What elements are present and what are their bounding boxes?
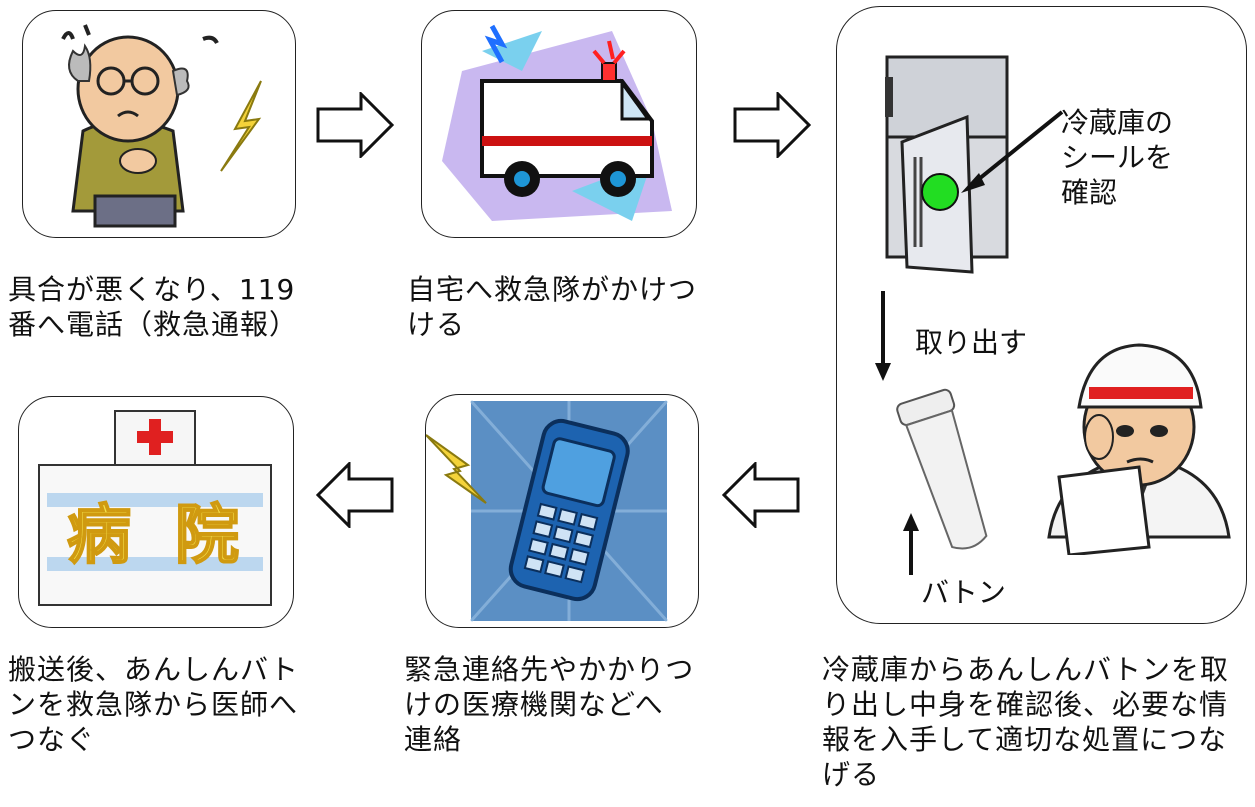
- arrow-down-icon: [875, 291, 891, 381]
- refrigerator-illustration: [885, 55, 1009, 274]
- baton-capsule-illustration: [896, 388, 988, 550]
- step4-caption: 緊急連絡先やかかりつ けの医療機関などへ 連絡: [404, 653, 695, 756]
- sick-elderly-man-illustration: [61, 24, 262, 228]
- step2-image-box: [421, 10, 697, 238]
- arrow-up-icon: [903, 513, 919, 575]
- arrow-right-icon: [733, 92, 811, 158]
- hospital-sign-left: 病: [67, 499, 131, 573]
- step1-caption: 具合が悪くなり、119 番へ電話（救急通報）: [8, 273, 299, 341]
- emergency-medic-illustration: [1047, 343, 1231, 555]
- step1-image-box: [22, 10, 296, 238]
- mobile-phone-illustration: [426, 400, 669, 622]
- take-out-label: 取り出す: [915, 326, 1028, 359]
- arrow-left-icon: [316, 462, 394, 528]
- pointer-arrow-icon: [961, 110, 1064, 193]
- green-seal-icon: [921, 173, 959, 211]
- seal-check-label: 冷蔵庫の シールを 確認: [1061, 106, 1174, 209]
- step3-fridge-panel: 冷蔵庫の シールを 確認 取り出す バトン: [836, 6, 1247, 624]
- step2-caption: 自宅へ救急隊がかけつ ける: [407, 273, 698, 341]
- baton-label: バトン: [921, 576, 1006, 609]
- ambulance-illustration: [442, 24, 672, 221]
- hospital-building-illustration: 病 院: [38, 410, 272, 606]
- step4-image-box: [425, 394, 699, 628]
- arrow-right-icon: [316, 92, 394, 158]
- arrow-left-icon: [722, 462, 800, 528]
- hospital-sign-right: 院: [175, 499, 239, 573]
- step5-image-box: 病 院: [18, 396, 294, 628]
- step3-caption: 冷蔵庫からあんしんバトンを取 り出し中身を確認後、必要な情 報を入手して適切な処…: [822, 653, 1229, 791]
- step5-caption: 搬送後、あんしんバト ンを救急隊から医師へ つなぐ: [8, 653, 299, 756]
